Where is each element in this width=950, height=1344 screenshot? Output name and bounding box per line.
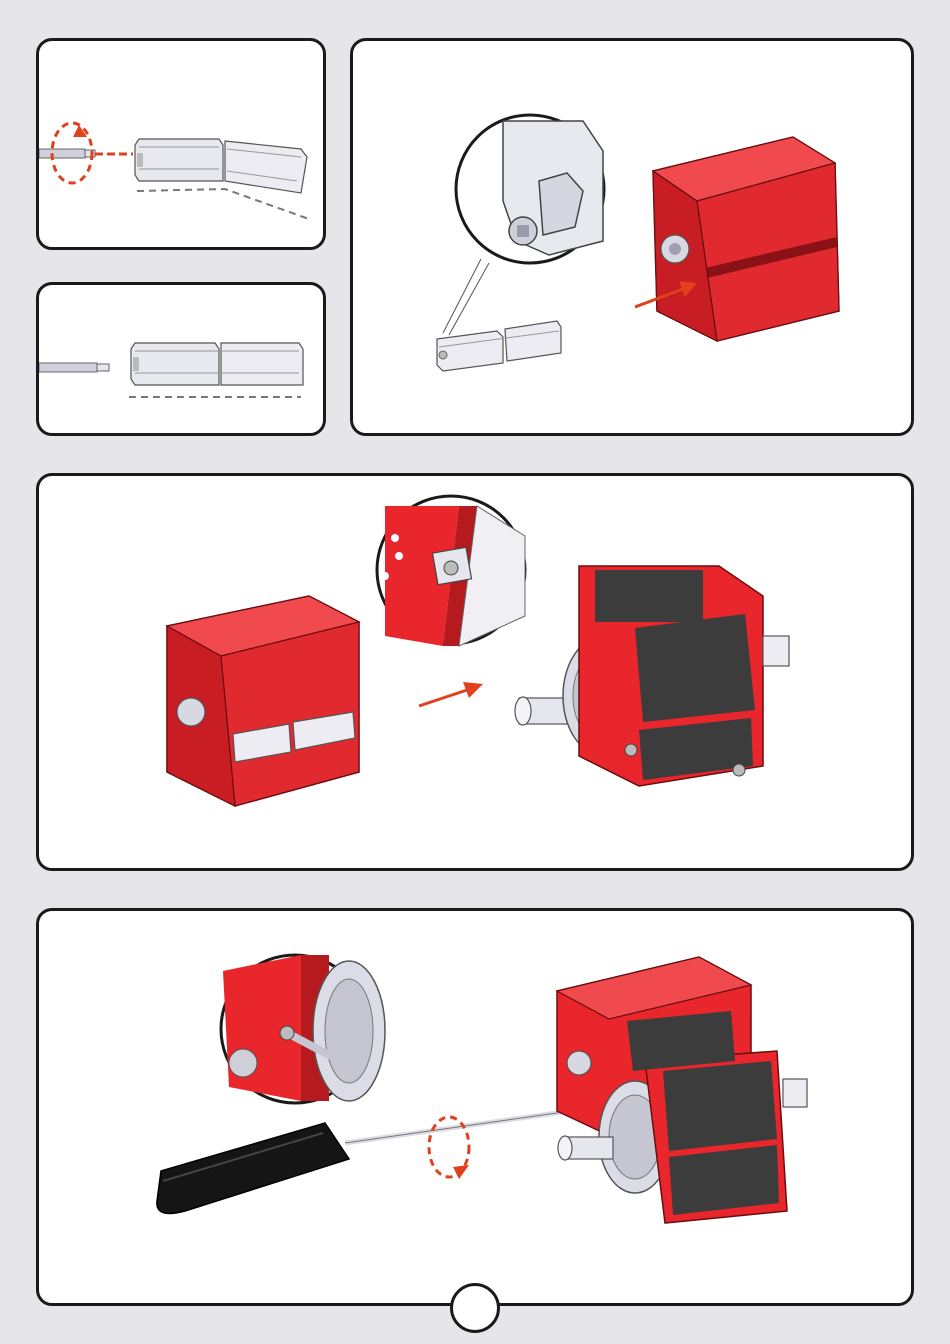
step-panel-tighten (36, 908, 914, 1306)
screwdriver-icon (157, 1107, 599, 1213)
insert-arrow-icon (419, 682, 483, 706)
red-housing-with-holders (167, 596, 359, 806)
assembled-motor (557, 957, 807, 1223)
red-motor-housing (653, 137, 839, 341)
alignment-guide-line (137, 189, 309, 219)
hex-key-icon (39, 149, 95, 158)
magnet-holder-pair (131, 343, 303, 385)
zoom-detail-icon (221, 955, 385, 1103)
magnet-holder-right (225, 141, 307, 193)
magnet-holder-pair (437, 321, 561, 371)
step-panel-slide-holders (350, 38, 914, 436)
zoom-detail-icon (377, 496, 525, 646)
step-panel-fit-assembly (36, 473, 914, 871)
step-panel-screw-seated (36, 282, 326, 436)
hex-key-icon (39, 363, 109, 372)
zoom-detail-icon (443, 115, 604, 335)
step-panel-screw-insert (36, 38, 326, 250)
gear-magnet-assembly (515, 566, 789, 786)
magnet-holder-left (135, 139, 223, 181)
page-number (450, 1283, 500, 1333)
